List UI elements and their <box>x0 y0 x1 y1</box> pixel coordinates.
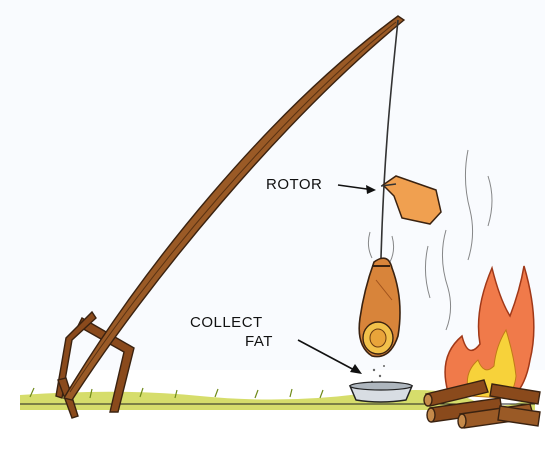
collect-fat-label-line2: FAT <box>245 333 273 351</box>
fat-tray-icon <box>350 382 412 402</box>
rotor-label: ROTOR <box>266 176 322 194</box>
collect-fat-label-line1: COLLECT <box>190 314 263 332</box>
